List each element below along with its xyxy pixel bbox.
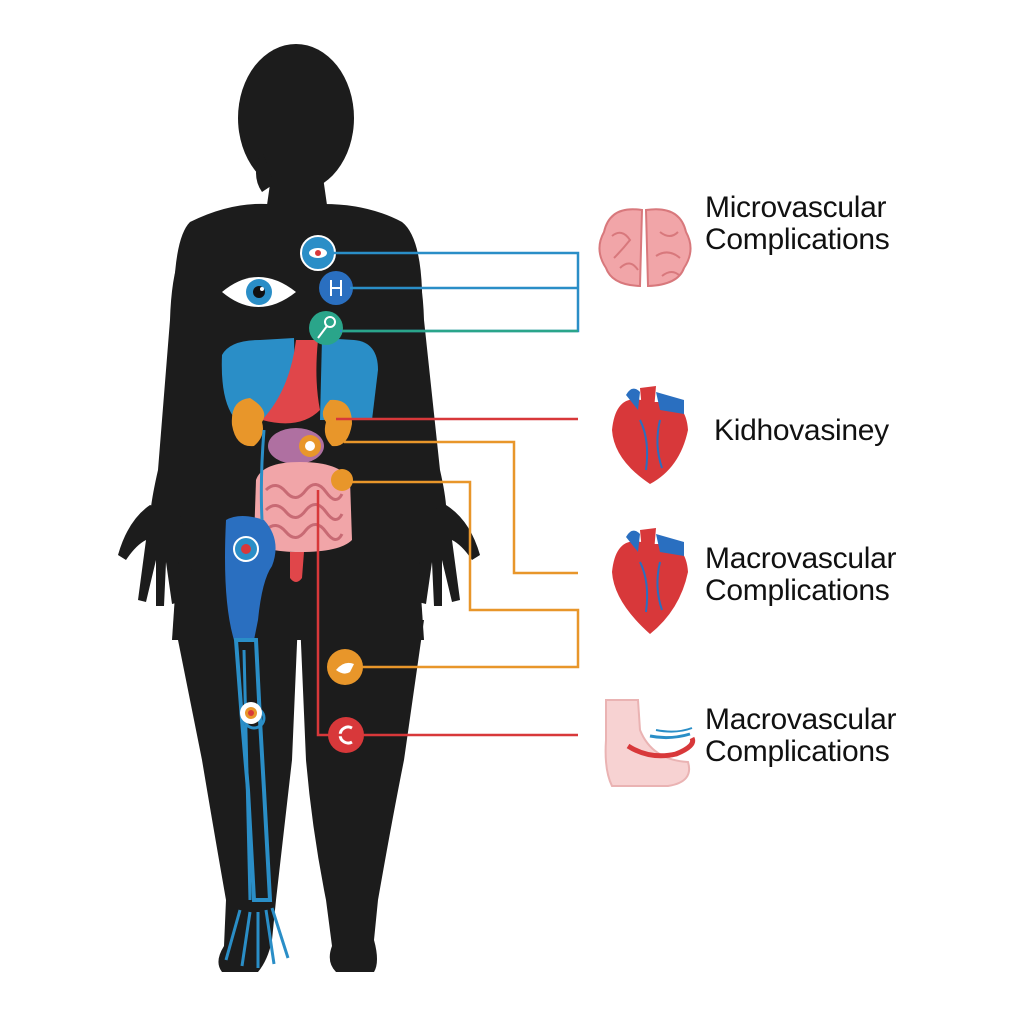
aorta xyxy=(262,340,320,424)
foot-marker-icon xyxy=(233,536,259,562)
foot-icon xyxy=(604,699,696,787)
label-line2: Complications xyxy=(705,574,890,607)
label-line1: Macrovascular xyxy=(705,703,897,736)
label-macrovascular-1: Macrovascular Complications xyxy=(705,543,896,607)
eye-icon xyxy=(222,277,296,307)
label-line1: Macrovascular xyxy=(705,542,897,575)
intestine-marker-icon xyxy=(331,469,353,491)
label-line1: Kidhovasiney xyxy=(714,414,889,447)
label-kidhovasiney: Kidhovasiney xyxy=(714,415,889,447)
nerve-badge-icon xyxy=(319,271,353,305)
connector-lines xyxy=(316,251,580,737)
heart-icon xyxy=(612,528,688,634)
eye-badge-icon xyxy=(300,235,336,271)
left-kidney xyxy=(231,398,265,447)
intestines xyxy=(254,462,352,552)
connector-macro-2 xyxy=(350,480,580,669)
label-line2: Complications xyxy=(705,223,890,256)
knee-marker-icon xyxy=(240,702,262,724)
connector-macro-1 xyxy=(344,440,578,575)
label-line2: Complications xyxy=(705,735,890,768)
leg-bones xyxy=(233,638,273,902)
kidney-marker-icon xyxy=(299,435,321,457)
right-lung xyxy=(320,338,378,420)
label-macrovascular-2: Macrovascular Complications xyxy=(705,704,896,768)
right-kidney xyxy=(322,399,352,447)
label-line1: Microvascular xyxy=(705,191,887,224)
connector-foot xyxy=(316,490,578,737)
heart-icon xyxy=(612,386,688,484)
organs-overlay xyxy=(221,338,378,968)
orange-bird-badge-icon xyxy=(327,649,363,685)
label-microvascular: Microvascular Complications xyxy=(705,192,890,256)
kidney-badge-icon xyxy=(309,311,343,345)
body-silhouette xyxy=(118,44,480,972)
brain-icon xyxy=(598,208,692,288)
